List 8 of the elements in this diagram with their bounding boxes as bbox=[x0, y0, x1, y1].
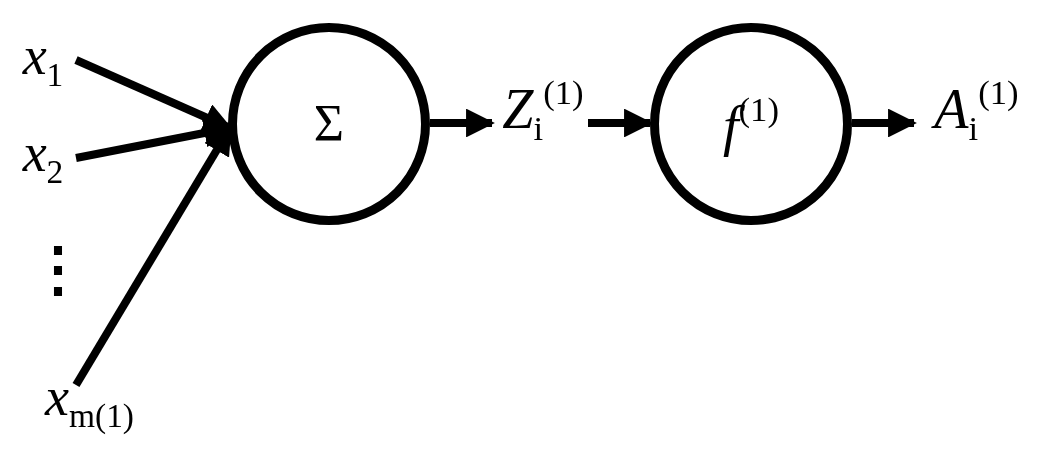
arrow bbox=[430, 108, 495, 138]
math-symbol: x$_{2}$ bbox=[8, 125, 78, 189]
arrow bbox=[852, 108, 917, 138]
math-symbol: x$_{1}$ bbox=[8, 28, 78, 92]
math-symbol: f$^{(1)}$ bbox=[722, 93, 779, 155]
math-symbol: Σ bbox=[313, 98, 345, 150]
math-symbol: x$_{m(1)}$ bbox=[12, 368, 167, 434]
vertical-ellipsis: ⋮ bbox=[28, 240, 88, 300]
